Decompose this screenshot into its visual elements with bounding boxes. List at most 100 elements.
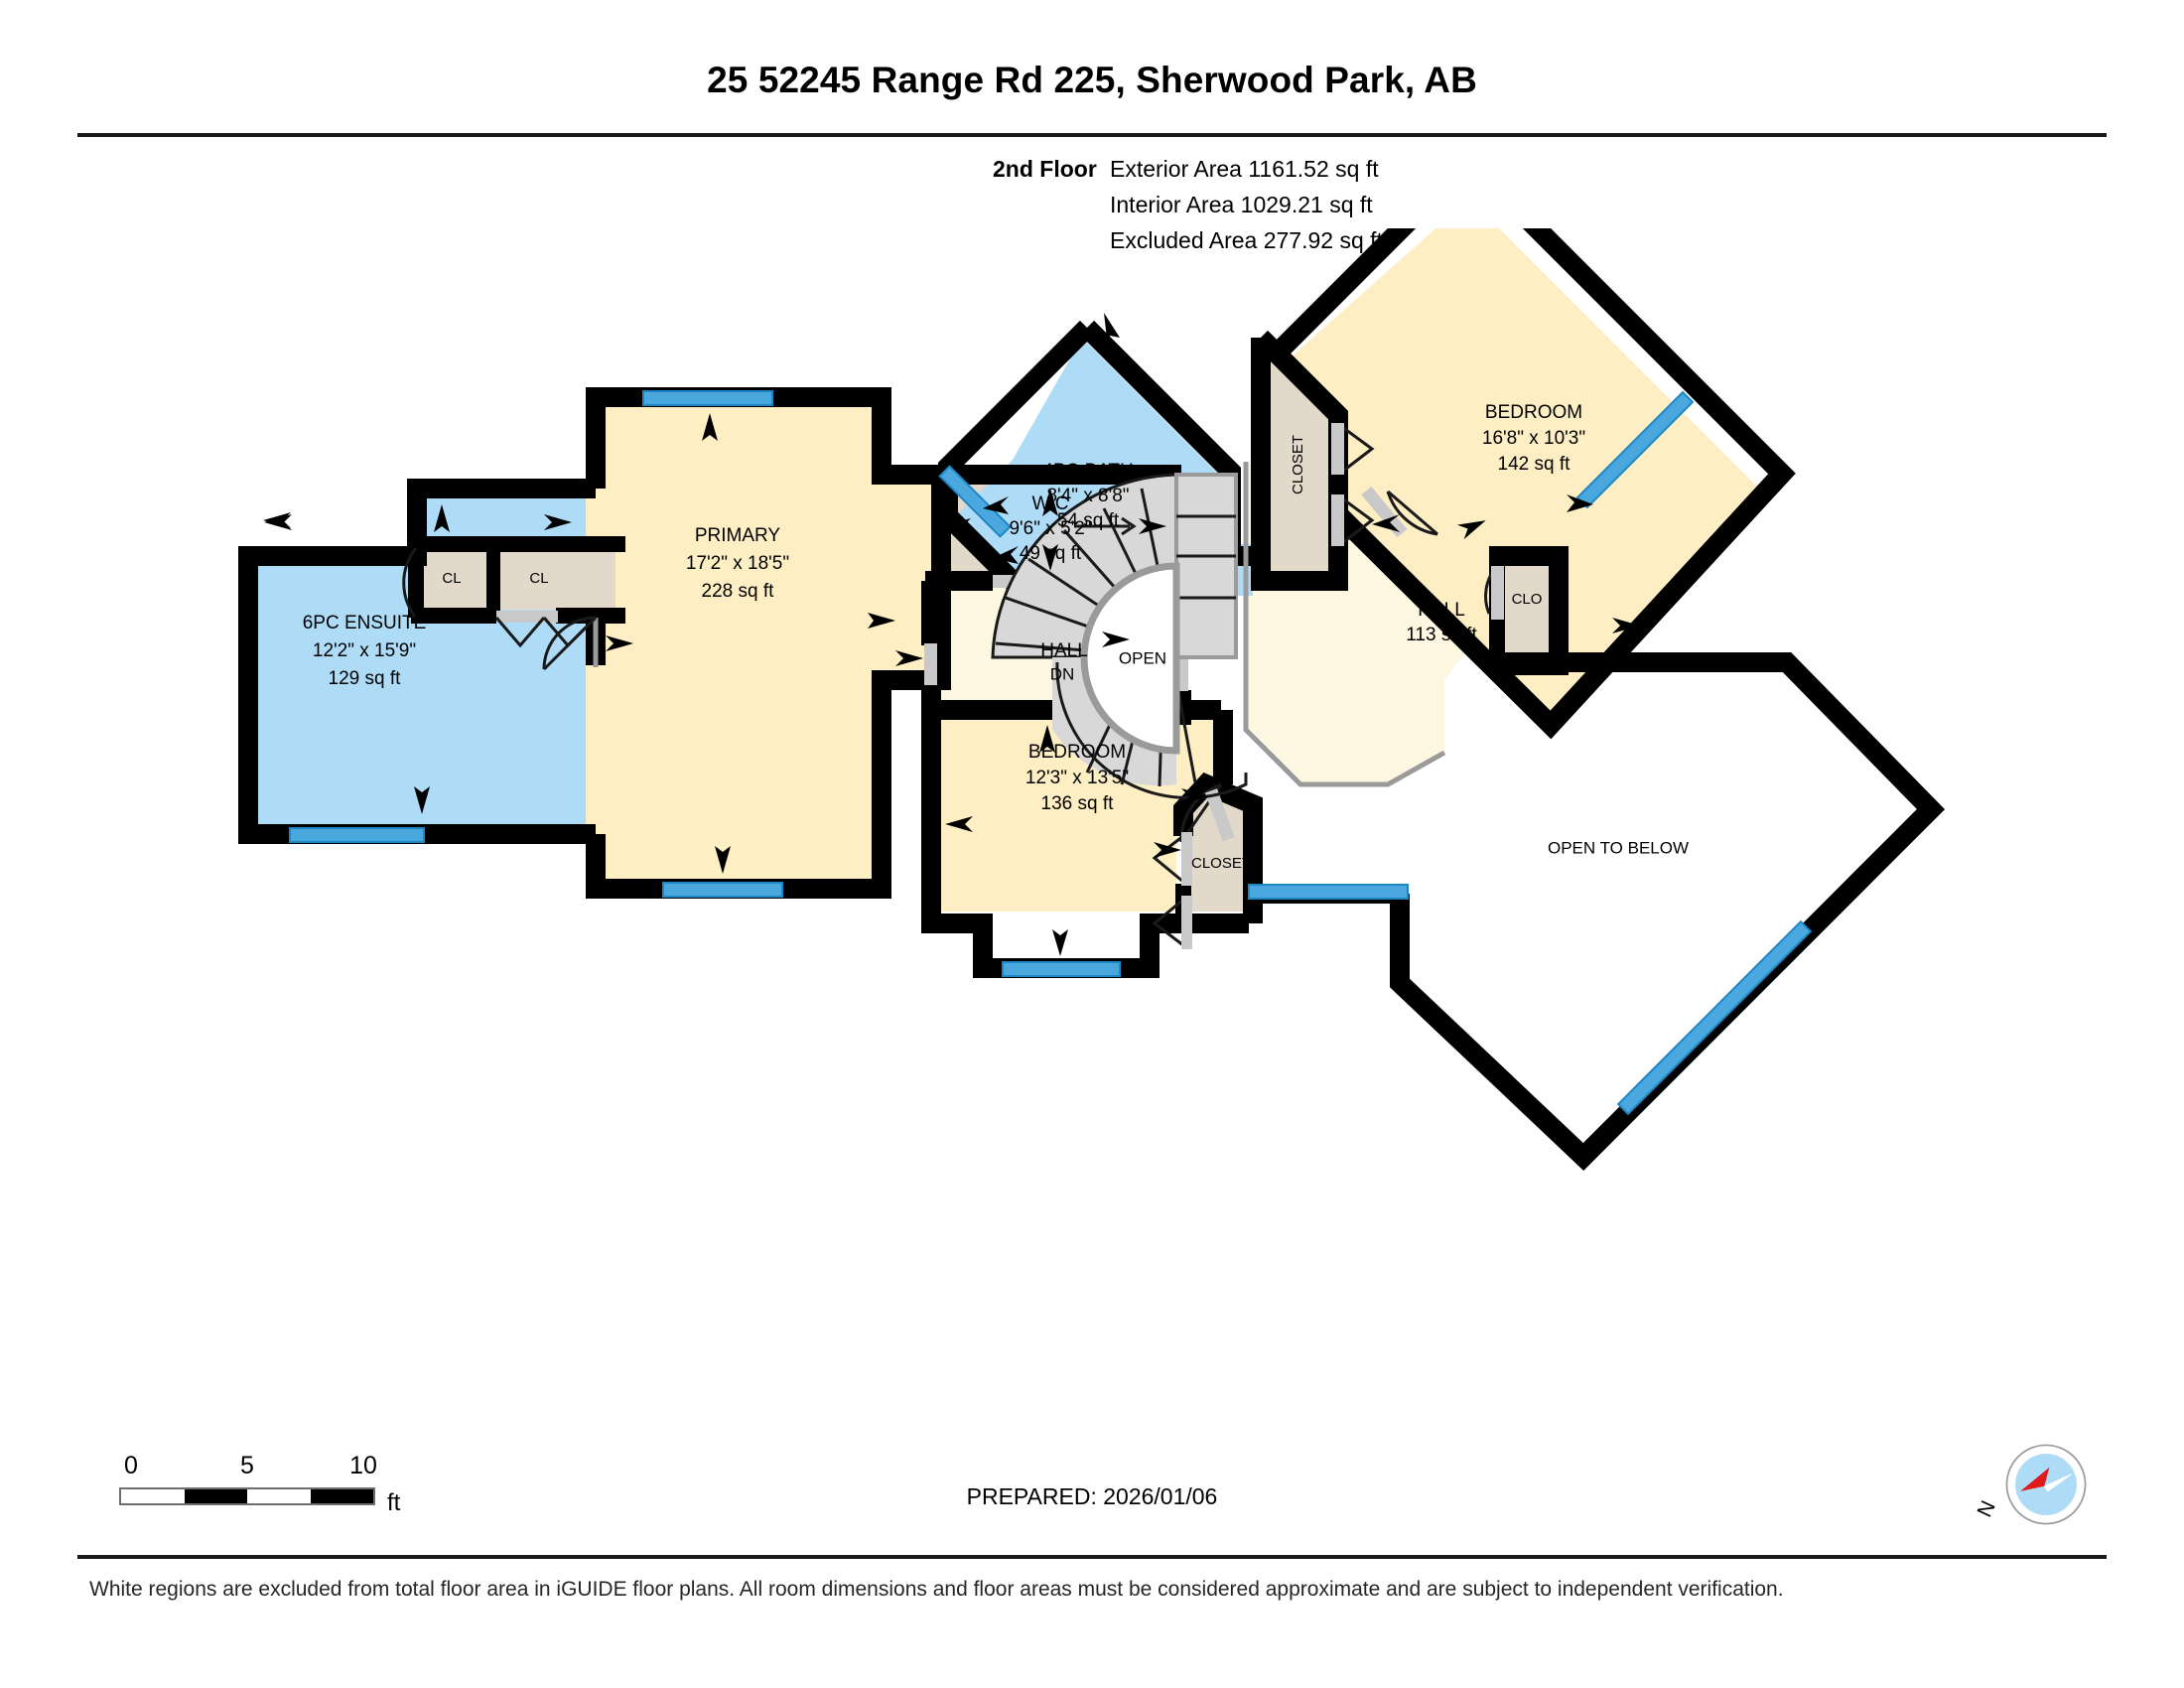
window-primary-bottom[interactable] [662, 882, 783, 898]
label-clo-small: CLO [1512, 591, 1543, 608]
compass-inner-disc [2015, 1454, 2077, 1515]
scale-segment-3 [247, 1489, 311, 1503]
marker-ensuite-up [434, 504, 450, 532]
marker-ensuite-right [544, 514, 572, 530]
label-cl-left: CL [442, 570, 461, 587]
marker-ensuite-left2 [264, 514, 292, 530]
interior-thin-walls [593, 462, 1446, 787]
marker-wic-up [1042, 489, 1058, 516]
scale-tick-5: 5 [240, 1452, 254, 1479]
room-fill-clo-small [1501, 566, 1549, 655]
stair-treads-right [1176, 514, 1236, 600]
label-closet-south: CLOSET [1191, 855, 1251, 872]
door-opening-closet-south-b[interactable] [1181, 896, 1192, 949]
marker-bedroom-south-down [1052, 929, 1068, 956]
door-swing-hall-ne-leaf[interactable] [1387, 490, 1438, 536]
marker-bedroom-south-up [1039, 725, 1055, 753]
marker-bath-nw [983, 496, 1009, 514]
label-bath-name: 4PC BATH [1042, 461, 1134, 482]
camera-markers [263, 313, 1640, 956]
marker-bedroom-ne-nw [1372, 514, 1400, 532]
label-bedroom-ne-area: 142 sq ft [1498, 454, 1571, 475]
area-row-exterior: 2nd Floor Exterior Area 1161.52 sq ft [993, 151, 1383, 187]
compass-rose [2003, 1442, 2089, 1527]
door-opening-bedroom-south[interactable] [1204, 788, 1235, 842]
label-stair-open: OPEN [1119, 648, 1166, 667]
door-swing-closet-south-b[interactable] [1152, 898, 1184, 947]
window-open-to-below-se[interactable] [1616, 919, 1813, 1116]
door-swing-closet-south-a[interactable] [1152, 834, 1184, 884]
excluded-area: Excluded Area 277.92 sq ft [1110, 227, 1383, 253]
door-swing-closet-ne-b[interactable] [1341, 496, 1375, 545]
label-hall-left: HALL [1040, 640, 1088, 661]
wall-ensuite-top [238, 479, 596, 566]
header-divider [77, 133, 2107, 137]
label-primary-dims: 17'2" x 18'5" [686, 553, 789, 574]
label-stair-dn: DN [1050, 664, 1075, 683]
door-opening-closet-ne-a[interactable] [1331, 423, 1344, 475]
compass-needle-red [2020, 1467, 2050, 1491]
marker-bath-ne [1104, 313, 1120, 348]
marker-primary-cl [606, 635, 633, 651]
marker-primary-bottom [715, 846, 731, 874]
room-fill-bedroom-ne [1291, 228, 1767, 715]
wall-closet-ne [1251, 330, 1348, 591]
marker-bath-se [1102, 632, 1130, 647]
door-swing-cl-right-b[interactable] [542, 616, 598, 648]
door-opening-closet-south-a[interactable] [1181, 832, 1192, 886]
label-wic-dims: 9'6" x 5'2" [1009, 518, 1091, 539]
label-bedroom-ne-name: BEDROOM [1485, 402, 1582, 423]
window-primary-top[interactable] [642, 390, 773, 406]
door-opening-closet-ne-b[interactable] [1331, 494, 1344, 546]
interior-area: Interior Area 1029.21 sq ft [1110, 192, 1373, 217]
window-bedroom-south-bottom[interactable] [1002, 961, 1121, 977]
marker-primary-top [702, 413, 718, 441]
marker-bedroom-south-left [945, 816, 973, 832]
scale-segment-2 [184, 1489, 247, 1503]
marker-bedroom-ne-e [1567, 494, 1593, 512]
scale-segment-4 [310, 1489, 373, 1503]
label-hall-right-area: 113 sq ft [1406, 625, 1477, 645]
marker-primary-right [868, 613, 895, 629]
floor-label: 2nd Floor [993, 156, 1097, 182]
label-cl-right: CL [529, 570, 548, 587]
room-fill-cl-right [498, 548, 615, 610]
thin-wall-hall-right-edge [1243, 462, 1446, 787]
window-ensuite-bottom[interactable] [289, 827, 425, 843]
door-opening-hall-ne[interactable] [1361, 487, 1408, 538]
door-opening-clo-small[interactable] [1491, 566, 1504, 620]
door-swing-cl-right-a[interactable] [494, 617, 546, 648]
wall-ensuite-outer [238, 546, 596, 844]
stair-fan-lower-outline [1055, 661, 1248, 799]
area-row-excluded: Excluded Area 277.92 sq ft [993, 222, 1383, 258]
room-fill-closet-south [1189, 794, 1249, 912]
scale-bar [119, 1487, 375, 1505]
door-swing-hall-ne[interactable] [1386, 491, 1438, 536]
wall-closet-south [1173, 773, 1263, 923]
prepared-date: PREPARED: 2026/01/06 [966, 1483, 1218, 1509]
label-bedroom-south-dims: 12'3" x 13'5" [1025, 768, 1129, 788]
marker-bath-sw [993, 546, 1019, 564]
label-wic-area: 49 sq ft [1020, 543, 1082, 564]
label-open-to-below: OPEN TO BELOW [1548, 838, 1689, 857]
label-ensuite-name: 6PC ENSUITE [303, 613, 427, 633]
label-primary-area: 228 sq ft [702, 581, 775, 602]
scale-tick-labels: 0 5 10 [119, 1452, 377, 1479]
marker-wic-left [943, 518, 971, 534]
door-opening-hall-primary[interactable] [924, 643, 937, 685]
footer-divider [77, 1555, 2107, 1559]
label-hall-right-name: HALL [1418, 600, 1465, 621]
door-swing-ensuite[interactable] [542, 616, 597, 670]
page-title: 25 52245 Range Rd 225, Sherwood Park, AB [707, 60, 1477, 100]
marker-ensuite-down [414, 786, 430, 814]
door-swing-closet-ne-a[interactable] [1341, 425, 1375, 474]
window-bedroom-south-east[interactable] [1248, 884, 1409, 900]
window-bath-nw[interactable] [938, 465, 1012, 538]
door-swing-cl-left[interactable] [402, 547, 418, 619]
stair-run-right [1174, 473, 1238, 659]
scale-segment-1 [121, 1489, 185, 1503]
floor-plan-drawing: 6PC ENSUITE 12'2" x 15'9" 129 sq ft PRIM… [0, 228, 2184, 1440]
label-ensuite-area: 129 sq ft [329, 668, 402, 689]
exterior-area: Exterior Area 1161.52 sq ft [1110, 156, 1379, 182]
